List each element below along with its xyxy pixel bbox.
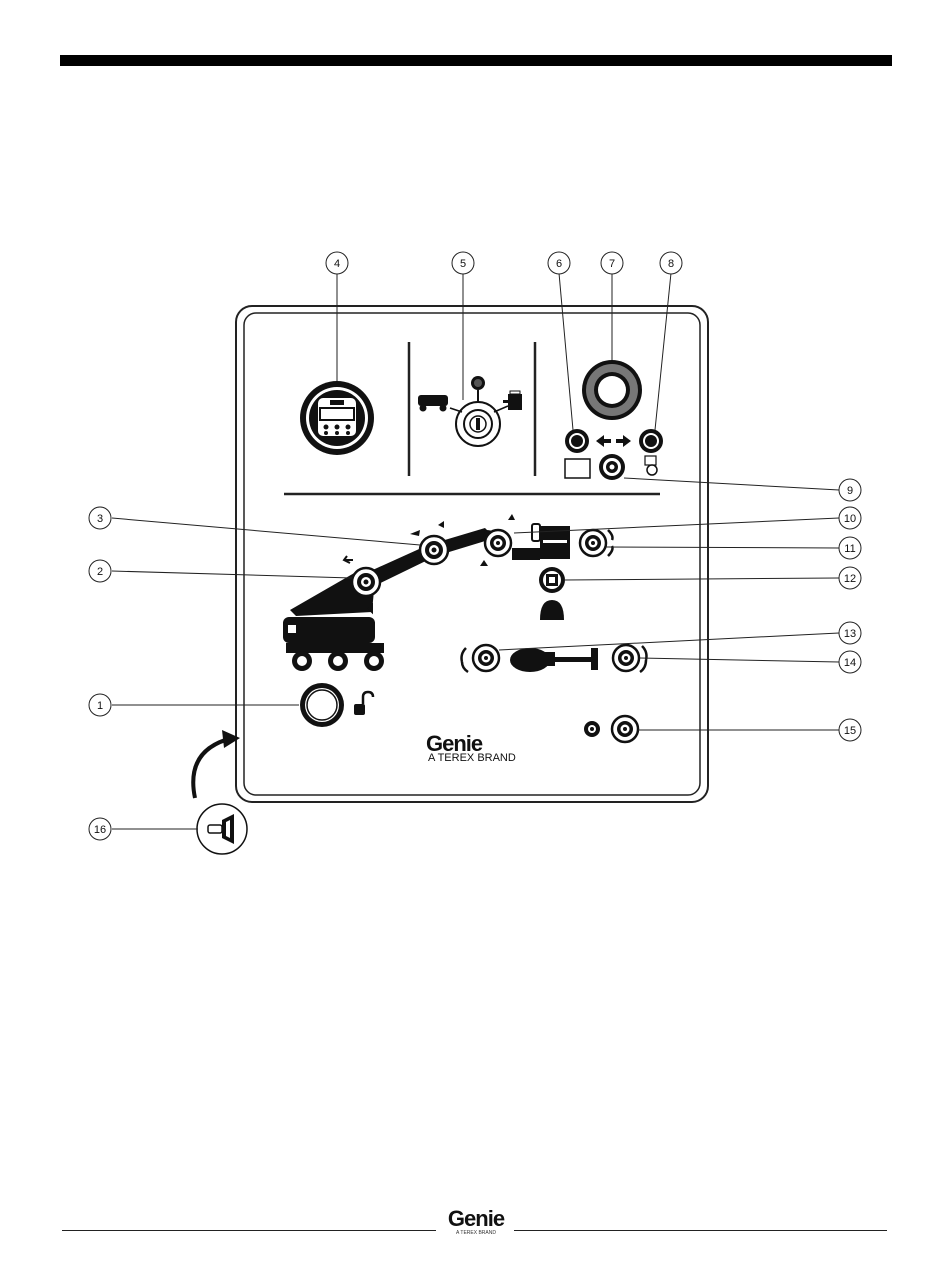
platform-basket-icon <box>512 524 570 560</box>
callout-12: 12 <box>839 567 861 589</box>
location-arrow-head <box>222 730 240 748</box>
svg-text:12: 12 <box>844 573 856 585</box>
page-footer: Genie A TEREX BRAND <box>0 1200 950 1250</box>
callout-10: 10 <box>839 507 861 529</box>
svg-text:14: 14 <box>844 657 856 669</box>
svg-text:6: 6 <box>556 258 562 270</box>
svg-text:9: 9 <box>847 485 853 497</box>
svg-text:5: 5 <box>460 258 466 270</box>
jib-toggle-10[interactable] <box>480 514 515 566</box>
panel-brand-tagline: A TEREX BRAND <box>428 752 516 764</box>
alarm-side-icon <box>197 804 247 854</box>
svg-text:16: 16 <box>94 824 106 836</box>
callout-15: 15 <box>839 719 861 741</box>
callout-16: 16 <box>89 818 111 840</box>
platform-rotate-toggle-11[interactable] <box>580 530 613 556</box>
callout-6: 6 <box>548 252 570 274</box>
turntable-axle-icon <box>510 648 598 672</box>
callout-9: 9 <box>839 479 861 501</box>
horn-button-12[interactable] <box>539 567 565 620</box>
emergency-stop-button[interactable] <box>582 360 642 420</box>
callout-8: 8 <box>660 252 682 274</box>
override-button[interactable] <box>300 683 344 727</box>
location-arrow <box>193 738 232 798</box>
callout-14: 14 <box>839 651 861 673</box>
callout-1: 1 <box>89 694 111 716</box>
key-switch[interactable] <box>450 376 508 446</box>
callout-3: 3 <box>89 507 111 529</box>
function-enable-button-left[interactable] <box>565 429 590 478</box>
function-enable-button-right[interactable] <box>639 429 663 475</box>
svg-text:2: 2 <box>97 566 103 578</box>
callout-2: 2 <box>89 560 111 582</box>
callout-5: 5 <box>452 252 474 274</box>
svg-text:4: 4 <box>334 258 340 270</box>
toggle-switch-9[interactable] <box>599 454 625 480</box>
svg-text:13: 13 <box>844 628 856 640</box>
callout-11: 11 <box>839 537 861 559</box>
footer-brand-logo: Genie A TEREX BRAND <box>444 1208 508 1236</box>
svg-text:7: 7 <box>609 258 615 270</box>
footer-rule-right <box>514 1230 887 1231</box>
svg-text:10: 10 <box>844 513 856 525</box>
light-icon <box>584 721 600 737</box>
svg-text:15: 15 <box>844 725 856 737</box>
svg-text:3: 3 <box>97 513 103 525</box>
toggle-switch-15[interactable] <box>612 716 638 742</box>
callout-13: 13 <box>839 622 861 644</box>
svg-text:8: 8 <box>668 258 674 270</box>
svg-text:1: 1 <box>97 700 103 712</box>
footer-rule-left <box>62 1230 436 1231</box>
svg-text:11: 11 <box>844 543 855 555</box>
callout-4: 4 <box>326 252 348 274</box>
callout-7: 7 <box>601 252 623 274</box>
ground-mode-icon <box>418 395 448 412</box>
unlock-icon <box>354 692 373 715</box>
select-arrows-icon <box>596 435 631 447</box>
hour-meter-gauge <box>300 381 374 455</box>
footer-brand-name: Genie <box>444 1208 508 1230</box>
turntable-rotate-toggle-13[interactable] <box>462 645 500 672</box>
